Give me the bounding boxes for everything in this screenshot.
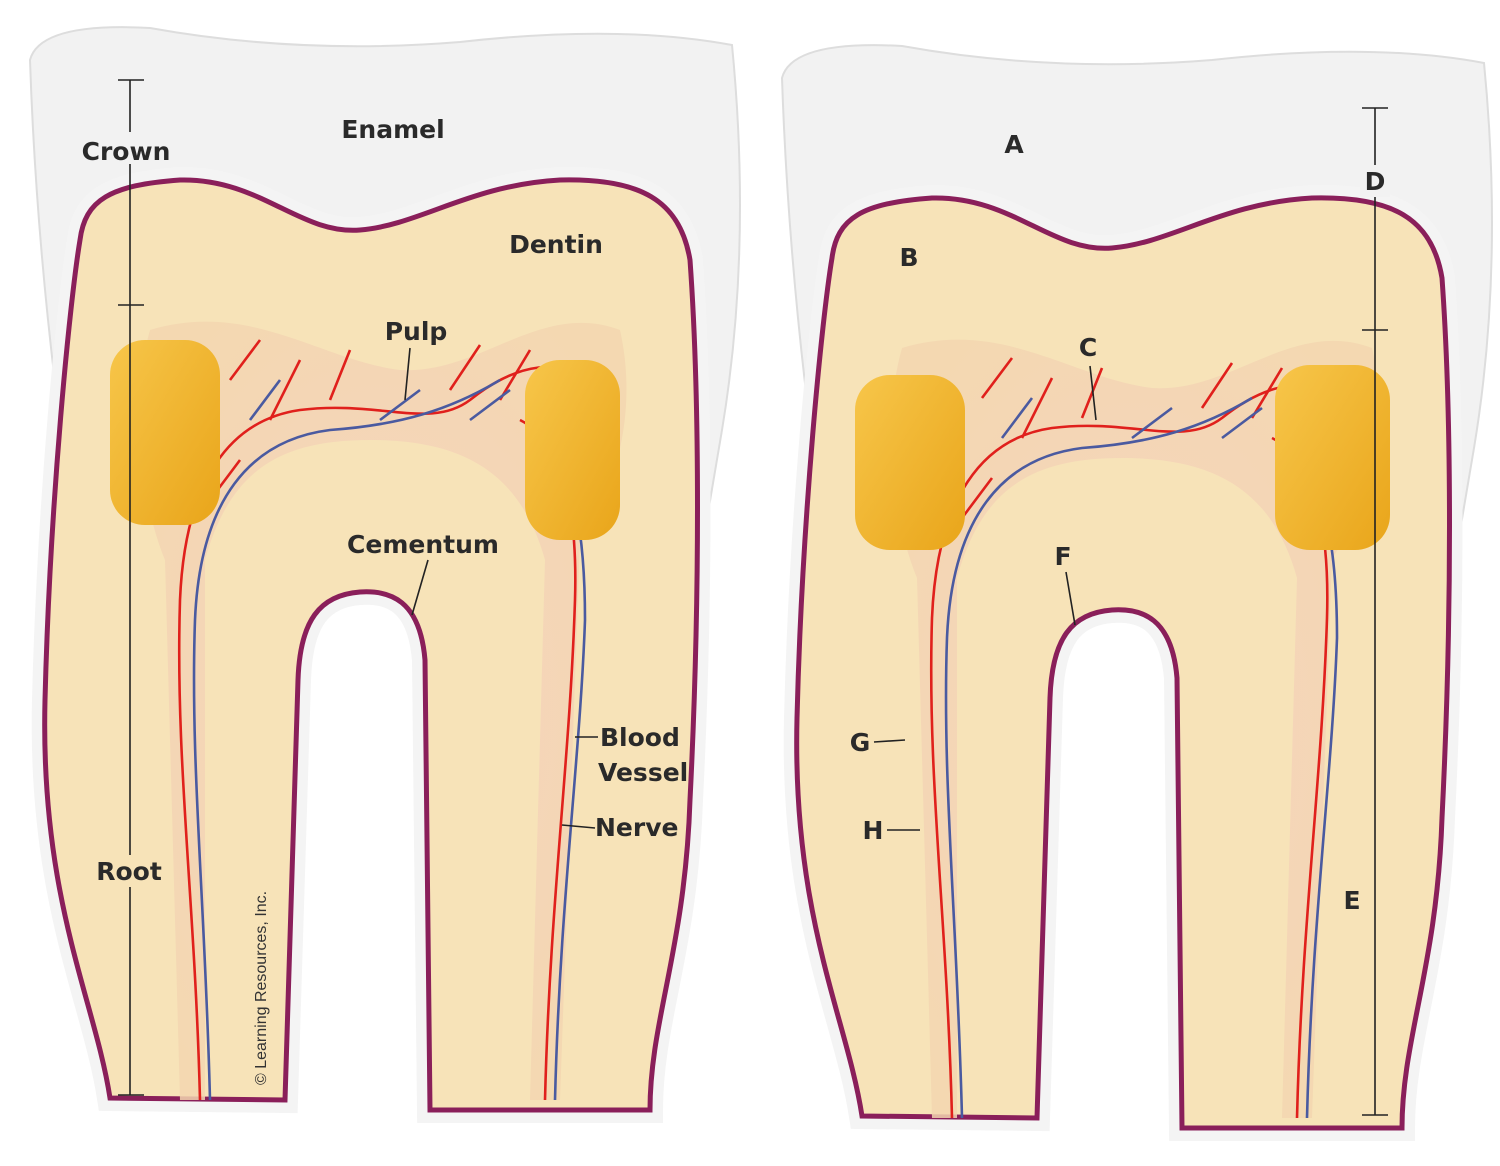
pulp-label: Pulp <box>385 317 448 346</box>
copyright-text: © Learning Resources, Inc. <box>253 891 270 1085</box>
label-f: F <box>1054 542 1071 571</box>
crown-root-measure-bar <box>118 79 144 1096</box>
nerve-label: Nerve <box>595 813 678 842</box>
labeled-tooth-model: Crown Enamel Dentin Pulp Cementum Blood … <box>30 27 740 1110</box>
label-e: E <box>1343 886 1360 915</box>
label-g: G <box>850 728 871 757</box>
left-gel-pad <box>110 340 220 525</box>
quiz-tooth-model: A B C D E F G H <box>782 45 1492 1128</box>
left-gel-pad <box>855 375 965 550</box>
label-c: C <box>1079 333 1097 362</box>
crown-label: Crown <box>82 137 171 166</box>
label-d: D <box>1365 167 1386 196</box>
label-h: H <box>863 816 884 845</box>
label-b: B <box>899 243 918 272</box>
right-gel-pad <box>1275 365 1390 550</box>
blood-vessel-label-line1: Blood <box>600 723 680 752</box>
crown-root-measure-bar <box>1362 107 1388 1116</box>
blood-vessel-label-line2: Vessel <box>598 758 688 787</box>
right-gel-pad <box>525 360 620 540</box>
cementum-label: Cementum <box>347 530 499 559</box>
dentin-label: Dentin <box>509 230 603 259</box>
label-a: A <box>1004 130 1024 159</box>
root-label: Root <box>96 857 162 886</box>
enamel-label: Enamel <box>341 115 444 144</box>
